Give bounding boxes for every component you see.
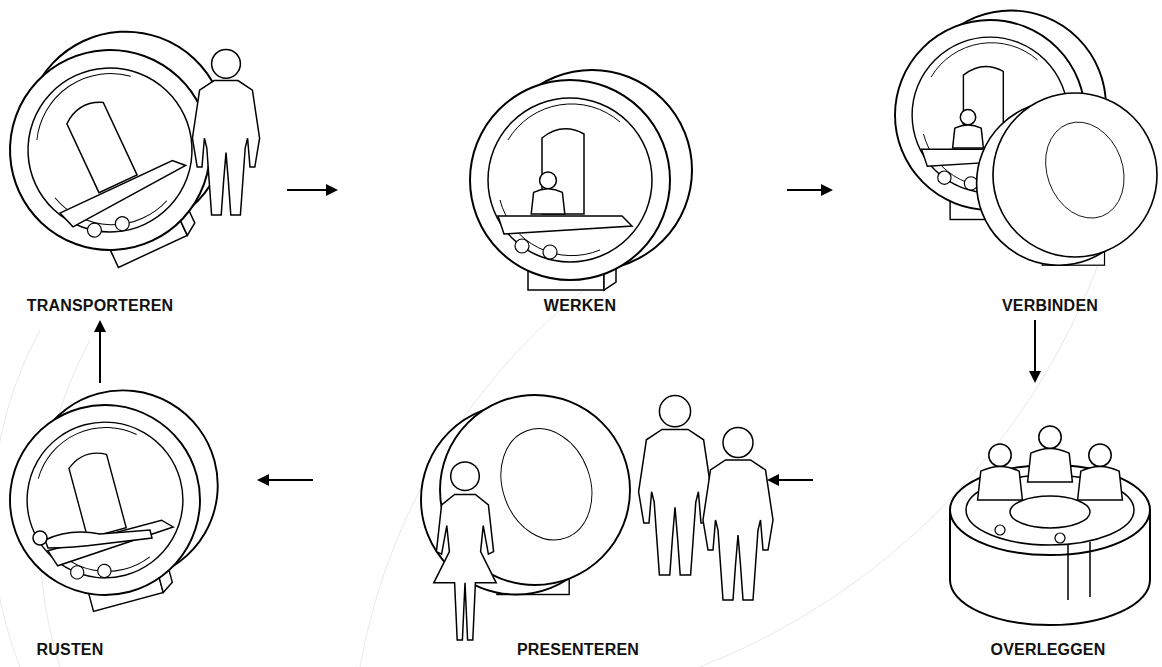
stage-node: WERKEN xyxy=(340,20,785,318)
flow-arrow xyxy=(287,184,338,196)
arrow-line xyxy=(777,479,813,481)
arrow-head xyxy=(767,474,779,486)
stage-label: VERBINDEN xyxy=(1002,296,1098,316)
pod-rest xyxy=(0,369,244,625)
arrow-line xyxy=(787,189,823,191)
woman-presenting xyxy=(434,462,496,640)
flow-arrow xyxy=(787,184,833,196)
disc-connect xyxy=(977,93,1157,265)
ring-notch xyxy=(1068,542,1090,600)
arrow-head xyxy=(94,320,106,332)
stage-label: TRANSPORTEREN xyxy=(27,296,174,316)
flow-arrow xyxy=(1029,320,1041,383)
stage-node: TRANSPORTEREN xyxy=(0,20,285,318)
arrow-line xyxy=(267,479,313,481)
stage-node: OVERLEGGEN xyxy=(815,385,1159,667)
man-listening xyxy=(703,428,773,601)
arrow-head xyxy=(257,474,269,486)
man-listening xyxy=(639,396,712,575)
arrow-head xyxy=(1029,371,1041,383)
arrow-head xyxy=(326,184,338,196)
stage-node: RUSTEN xyxy=(0,385,255,667)
resting-person xyxy=(45,530,152,548)
stage-label: PRESENTEREN xyxy=(517,640,639,660)
stage-node: PRESENTEREN xyxy=(315,385,765,667)
flow-arrow xyxy=(767,474,813,486)
pod-work xyxy=(470,70,692,290)
stage-node: VERBINDEN xyxy=(835,0,1159,318)
seated-worker xyxy=(531,172,565,214)
seated-person xyxy=(1078,444,1123,500)
arrow-line xyxy=(1034,320,1036,373)
ring-hole xyxy=(995,525,1005,535)
stage-label: OVERLEGGEN xyxy=(991,640,1106,660)
ring-hole xyxy=(1055,533,1065,543)
resting-person-head xyxy=(33,531,47,545)
flow-arrow xyxy=(94,320,106,383)
arrow-line xyxy=(99,330,101,383)
stage-label: WERKEN xyxy=(544,296,616,316)
seated-person xyxy=(1028,426,1073,482)
background-arc xyxy=(360,250,640,667)
seated-worker xyxy=(953,110,984,149)
stage-label: RUSTEN xyxy=(37,640,104,660)
meeting-table xyxy=(1010,496,1090,528)
arrow-head xyxy=(821,184,833,196)
arrow-line xyxy=(287,189,328,191)
pod-transport xyxy=(0,0,267,292)
seated-person xyxy=(978,444,1023,500)
flow-arrow xyxy=(257,474,313,486)
person-pushing xyxy=(192,49,259,215)
